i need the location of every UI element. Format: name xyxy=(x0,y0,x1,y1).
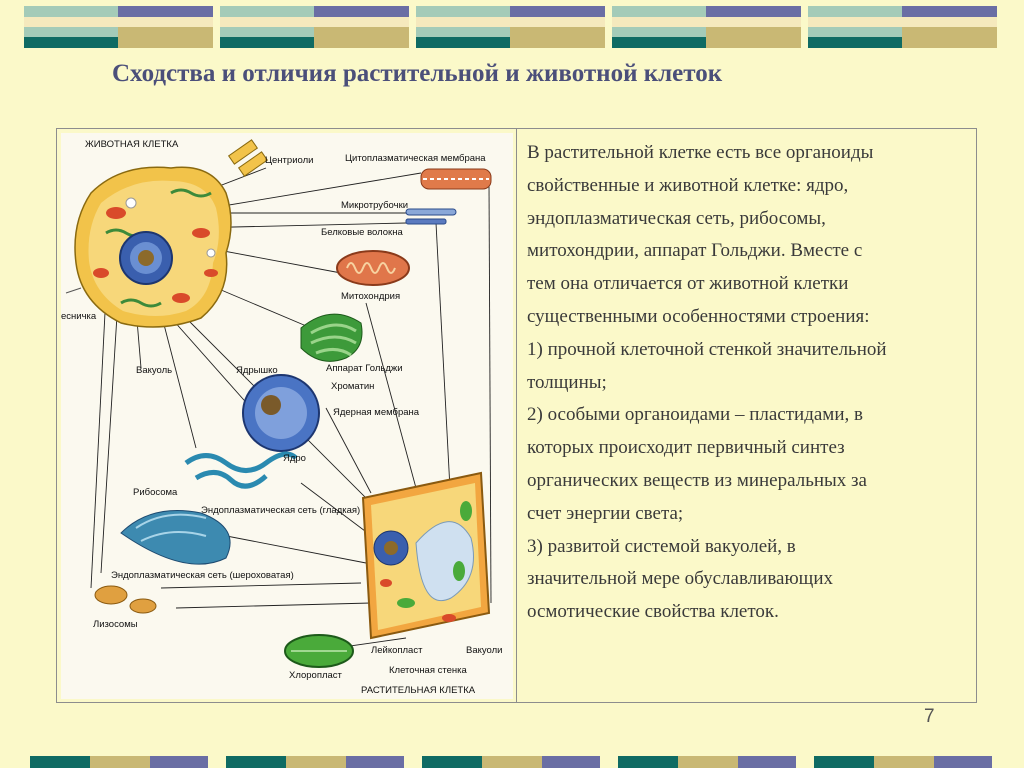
band-block xyxy=(612,6,801,48)
plant-cell xyxy=(361,471,491,640)
mitochondrion xyxy=(336,250,410,286)
label-microtubules: Микротрубочки xyxy=(341,200,408,211)
label-chloroplast: Хлоропласт xyxy=(289,670,343,681)
microtubules xyxy=(405,208,457,225)
label-nuclear-membrane: Ядерная мембрана xyxy=(333,407,420,418)
paragraph-line: существенными особенностями строения: xyxy=(527,305,870,327)
paragraph-line: осмотические свойства клеток. xyxy=(527,601,779,623)
band-block xyxy=(24,6,213,48)
label-vacuole: Вакуоль xyxy=(136,365,172,376)
band-block xyxy=(220,6,409,48)
lysosomes xyxy=(94,585,157,614)
nucleus xyxy=(242,374,320,452)
label-mitochondrion: Митохондрия xyxy=(341,291,400,302)
label-nucleus: Ядро xyxy=(283,453,306,464)
slide-title: Сходства и отличия растительной и животн… xyxy=(112,60,723,87)
rough-er xyxy=(120,510,231,565)
paragraph-line: эндоплазматическая сеть, рибосомы, xyxy=(527,207,826,229)
diagram-labels: ЖИВОТНАЯ КЛЕТКА Центриоли Цитоплазматиче… xyxy=(61,139,502,696)
bottom-decorative-band xyxy=(0,756,1024,768)
chloroplast xyxy=(284,634,354,668)
cytoplasmic-membrane xyxy=(420,168,492,190)
label-plant-cell: РАСТИТЕЛЬНАЯ КЛЕТКА xyxy=(361,685,476,696)
paragraph-line: которых происходит первичный синтез xyxy=(527,437,845,459)
paragraph-line: В растительной клетке есть все органоиды xyxy=(527,142,874,163)
label-cell-wall: Клеточная стенка xyxy=(389,665,468,676)
cell-diagram-svg: ЖИВОТНАЯ КЛЕТКА Центриоли Цитоплазматиче… xyxy=(61,139,502,696)
animal-cell xyxy=(65,166,232,328)
paragraph-line: тем она отличается от животной клетки xyxy=(527,273,849,295)
label-centrioles: Центриоли xyxy=(265,155,313,166)
paragraph-line: счет энергии света; xyxy=(527,502,684,524)
paragraph-line: 2) особыми органоидами – пластидами, в xyxy=(527,404,863,426)
text-panel: В растительной клетке есть все органоиды… xyxy=(527,137,971,629)
paragraph-line: митохондрии, аппарат Гольджи. Вместе с xyxy=(527,240,863,262)
band-block xyxy=(808,6,997,48)
label-rough-er: Эндоплазматическая сеть (шероховатая) xyxy=(111,570,294,581)
paragraph-line: свойственные и животной клетке: ядро, xyxy=(527,174,849,196)
paragraph-line: значительной мере обуславливающих xyxy=(527,568,833,590)
golgi-apparatus xyxy=(300,313,363,362)
centrioles xyxy=(227,139,269,177)
label-protein-fibers: Белковые волокна xyxy=(321,227,403,238)
paragraph-line: 3) развитой системой вакуолей, в xyxy=(527,535,796,557)
paragraph-line: органических веществ из минеральных за xyxy=(527,469,867,491)
label-lysosomes: Лизосомы xyxy=(93,619,138,630)
band-block xyxy=(416,6,605,48)
frame-divider xyxy=(516,128,517,703)
top-decorative-band xyxy=(0,6,1024,48)
label-smooth-er: Эндоплазматическая сеть (гладкая) xyxy=(201,505,360,516)
cell-diagram: ЖИВОТНАЯ КЛЕТКА Центриоли Цитоплазматиче… xyxy=(61,133,513,699)
label-leucoplast: Лейкопласт xyxy=(371,645,423,656)
label-cytoplasmic-membrane: Цитоплазматическая мембрана xyxy=(345,153,486,164)
label-golgi: Аппарат Гольджи xyxy=(326,363,403,374)
paragraph-line: 1) прочной клеточной стенкой значительно… xyxy=(527,338,887,360)
paragraph-line: толщины; xyxy=(527,371,607,393)
label-animal-cell: ЖИВОТНАЯ КЛЕТКА xyxy=(85,139,179,150)
label-nucleolus: Ядрышко xyxy=(236,365,278,376)
label-ribosome: Рибосома xyxy=(133,487,178,498)
label-chromatin: Хроматин xyxy=(331,381,374,392)
label-vacuoles: Вакуоли xyxy=(466,645,502,656)
label-cilium: есничка xyxy=(61,311,97,322)
smooth-er xyxy=(184,451,298,489)
page-number: 7 xyxy=(924,706,935,727)
